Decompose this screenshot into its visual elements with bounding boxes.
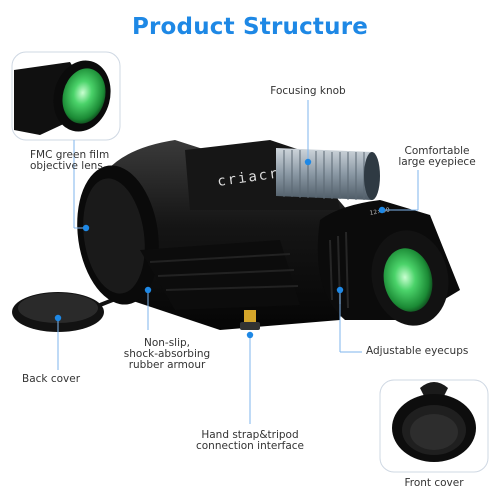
objective-lens-inset [11, 51, 121, 141]
focusing-knob [276, 148, 380, 200]
label-focusing-knob: Focusing knob [270, 85, 346, 97]
leader-lines [57, 100, 419, 424]
label-rubber-armour: Non-slip, shock-absorbing rubber armour [123, 337, 211, 371]
front-cover-inset [379, 379, 489, 473]
leader-dots [54, 158, 386, 339]
back-cover [12, 288, 141, 332]
label-back-cover: Back cover [22, 373, 81, 385]
label-large-eyepiece: Comfortable large eyepiece [398, 145, 476, 168]
eyepiece [317, 200, 460, 326]
label-eyecups: Adjustable eyecups [366, 345, 469, 357]
label-strap-interface: Hand strap&tripod connection interface [195, 429, 305, 452]
label-objective-lens: FMC green film objective lens [30, 149, 110, 172]
label-front-cover: Front cover [404, 477, 464, 489]
page-title: Product Structure [131, 14, 369, 40]
